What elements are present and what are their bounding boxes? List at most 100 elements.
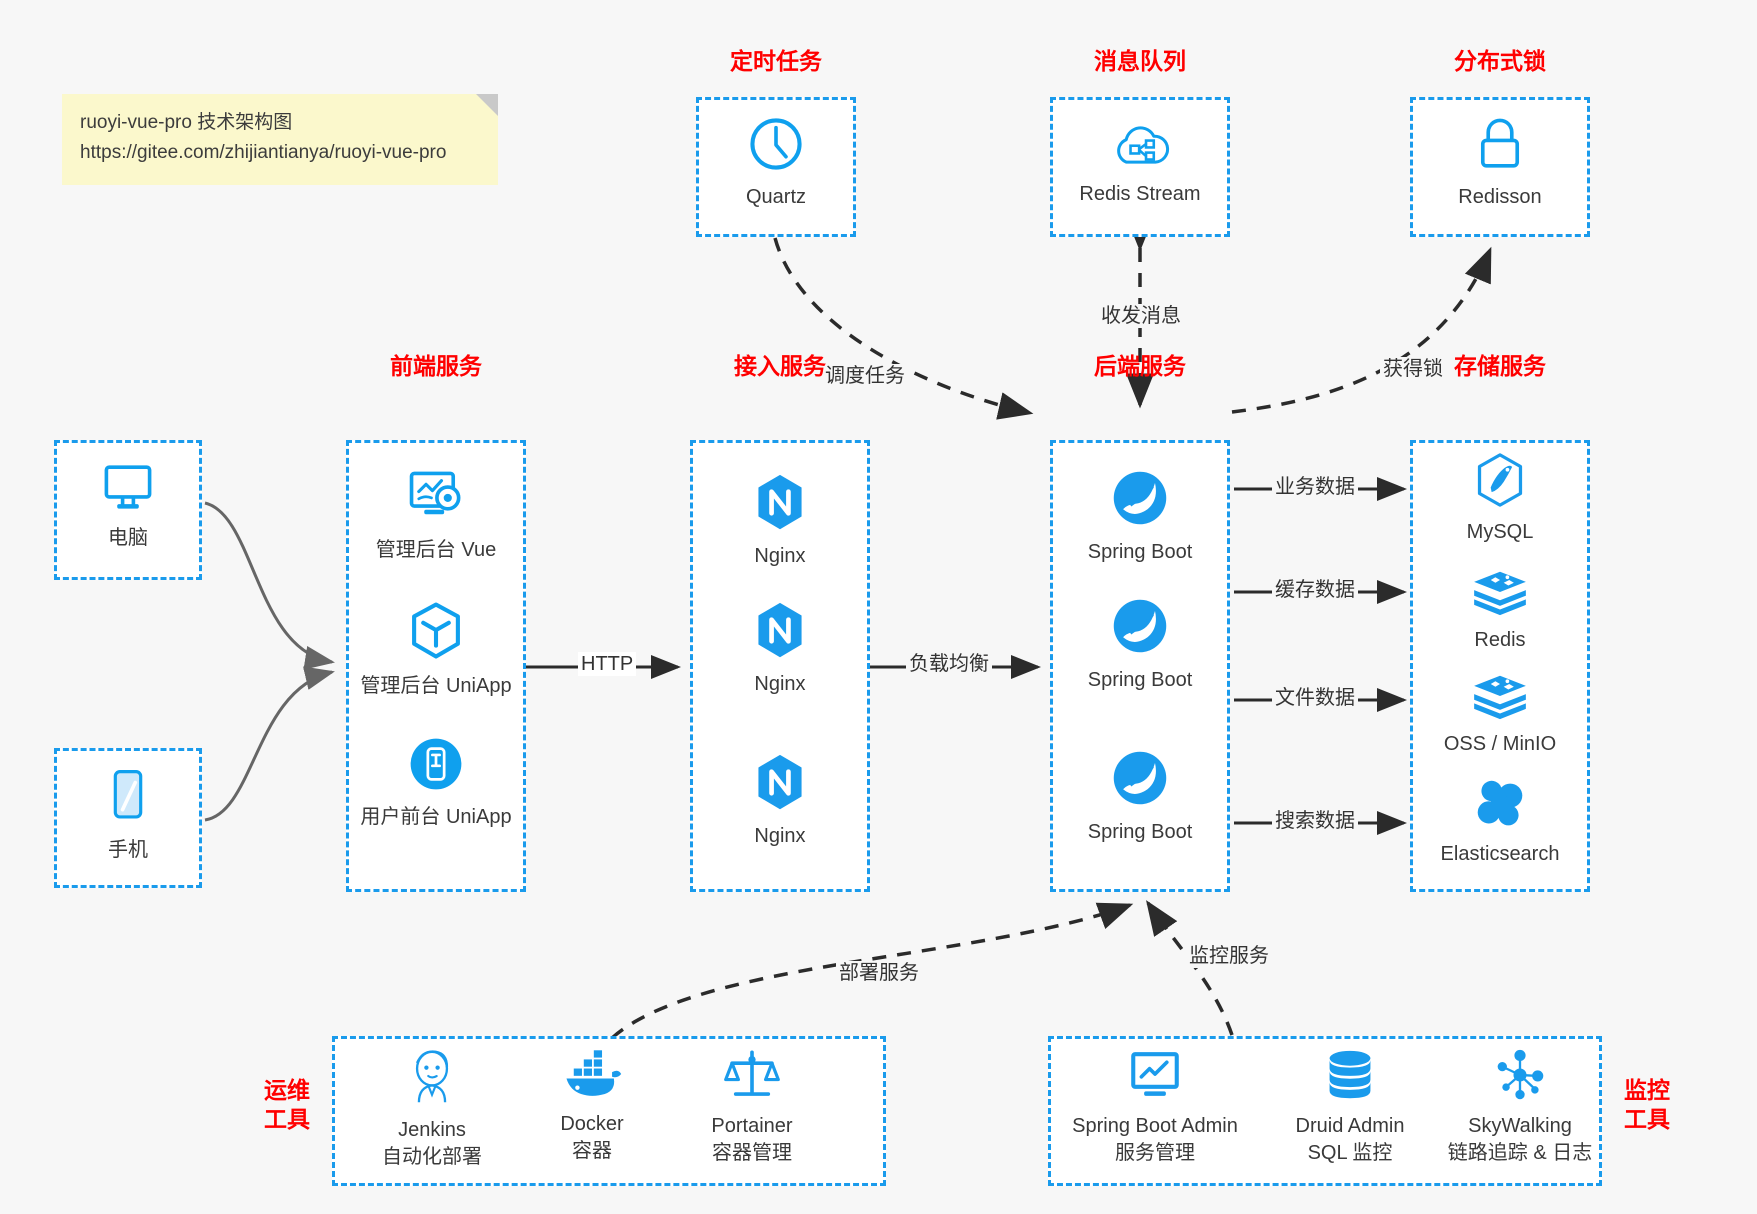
monitoring-label-line2: 工具 bbox=[1624, 1105, 1670, 1132]
node-spring-boot-admin[interactable]: Spring Boot Admin 服务管理 bbox=[1060, 1048, 1250, 1167]
note-line-title: ruoyi-vue-pro 技术架构图 bbox=[80, 112, 293, 133]
elasticsearch-icon bbox=[1473, 778, 1527, 835]
edge-label-file-data: 文件数据 bbox=[1272, 686, 1358, 710]
node-label: Spring Boot bbox=[1087, 541, 1193, 563]
group-box-monitoring bbox=[1048, 1036, 1602, 1186]
edge-label-monitor-service: 监控服务 bbox=[1186, 944, 1272, 968]
node-admin-uniapp[interactable]: 管理后台 UniApp bbox=[346, 600, 526, 700]
node-sublabel: SQL 监控 bbox=[1307, 1142, 1393, 1164]
edge-label-search-data: 搜索数据 bbox=[1272, 809, 1358, 833]
portainer-icon bbox=[723, 1048, 781, 1107]
node-spring-boot-1[interactable]: Spring Boot bbox=[1050, 468, 1230, 566]
node-sublabel: 链路追踪 & 日志 bbox=[1447, 1142, 1593, 1164]
node-label: 手机 bbox=[108, 839, 148, 861]
group-label-storage: 存储服务 bbox=[1454, 353, 1546, 379]
monitor-chart-icon bbox=[1126, 1048, 1184, 1107]
sticky-note: ruoyi-vue-pro 技术架构图 https://gitee.com/zh… bbox=[62, 94, 498, 185]
edge-label-cache-data: 缓存数据 bbox=[1272, 578, 1358, 602]
cube-icon bbox=[406, 600, 466, 667]
group-label-frontend: 前端服务 bbox=[390, 353, 482, 379]
node-label: 管理后台 UniApp bbox=[360, 675, 512, 697]
node-redis[interactable]: Redis bbox=[1410, 568, 1590, 654]
nginx-icon bbox=[753, 752, 807, 817]
nginx-icon bbox=[753, 600, 807, 665]
dashboard-gear-icon bbox=[404, 468, 468, 531]
node-label: Portainer bbox=[711, 1115, 793, 1137]
spring-boot-icon bbox=[1110, 468, 1170, 533]
node-label: Redis bbox=[1474, 629, 1526, 651]
node-label: Nginx bbox=[754, 825, 806, 847]
edge-label-schedule: 调度任务 bbox=[822, 364, 908, 388]
database-icon bbox=[1324, 1048, 1376, 1107]
skywalking-icon bbox=[1492, 1048, 1548, 1107]
node-label: Spring Boot bbox=[1087, 821, 1193, 843]
oss-minio-icon bbox=[1470, 672, 1530, 725]
docker-icon bbox=[561, 1048, 623, 1105]
mysql-icon bbox=[1473, 452, 1527, 513]
node-skywalking[interactable]: SkyWalking 链路追踪 & 日志 bbox=[1430, 1048, 1610, 1167]
node-label: SkyWalking bbox=[1468, 1115, 1572, 1137]
node-admin-vue[interactable]: 管理后台 Vue bbox=[346, 468, 526, 564]
mobile-icon bbox=[106, 768, 150, 831]
note-line-url: https://gitee.com/zhijiantianya/ruoyi-vu… bbox=[80, 142, 447, 164]
group-label-mq: 消息队列 bbox=[1094, 48, 1186, 74]
desktop-icon bbox=[99, 460, 157, 519]
phone-app-icon bbox=[407, 735, 465, 798]
node-quartz[interactable]: Quartz bbox=[696, 115, 856, 211]
node-elasticsearch[interactable]: Elasticsearch bbox=[1410, 778, 1590, 868]
edge-label-mq: 收发消息 bbox=[1098, 304, 1184, 328]
node-sublabel: 自动化部署 bbox=[382, 1146, 482, 1168]
node-label: Redisson bbox=[1458, 186, 1542, 208]
node-label: 管理后台 Vue bbox=[375, 539, 497, 561]
node-label: Druid Admin bbox=[1295, 1115, 1405, 1137]
node-label: Nginx bbox=[754, 545, 806, 567]
node-sublabel: 容器 bbox=[572, 1140, 612, 1162]
redis-icon bbox=[1470, 568, 1530, 621]
node-label: MySQL bbox=[1466, 521, 1534, 543]
edge-label-business-data: 业务数据 bbox=[1272, 475, 1358, 499]
node-redisson[interactable]: Redisson bbox=[1410, 115, 1590, 211]
node-nginx-1[interactable]: Nginx bbox=[690, 472, 870, 570]
node-user-uniapp[interactable]: 用户前台 UniApp bbox=[346, 735, 526, 831]
node-oss-minio[interactable]: OSS / MinIO bbox=[1410, 672, 1590, 758]
edge-label-lock: 获得锁 bbox=[1380, 357, 1446, 381]
group-label-lock: 分布式锁 bbox=[1454, 48, 1546, 74]
group-box-frontend bbox=[346, 440, 526, 892]
node-sublabel: 服务管理 bbox=[1115, 1142, 1195, 1164]
node-sublabel: 容器管理 bbox=[712, 1142, 792, 1164]
spring-boot-icon bbox=[1110, 596, 1170, 661]
node-label: Docker bbox=[560, 1113, 624, 1135]
group-label-gateway: 接入服务 bbox=[734, 353, 826, 379]
devops-label-line1: 运维 bbox=[264, 1077, 310, 1103]
node-label: Redis Stream bbox=[1079, 183, 1201, 205]
group-box-mq bbox=[1050, 97, 1230, 237]
node-spring-boot-2[interactable]: Spring Boot bbox=[1050, 596, 1230, 694]
lock-icon bbox=[1472, 115, 1528, 178]
node-label: Jenkins bbox=[398, 1119, 466, 1141]
edge-label-load-balance: 负载均衡 bbox=[906, 652, 992, 676]
node-spring-boot-3[interactable]: Spring Boot bbox=[1050, 748, 1230, 846]
spring-boot-icon bbox=[1110, 748, 1170, 813]
devops-label-line2: 工具 bbox=[264, 1105, 310, 1132]
node-druid-admin[interactable]: Druid Admin SQL 监控 bbox=[1265, 1048, 1435, 1167]
node-desktop[interactable]: 电脑 bbox=[54, 460, 202, 552]
node-portainer[interactable]: Portainer 容器管理 bbox=[672, 1048, 832, 1167]
node-label: Spring Boot Admin bbox=[1072, 1115, 1238, 1137]
group-label-scheduler: 定时任务 bbox=[730, 48, 822, 74]
node-docker[interactable]: Docker 容器 bbox=[512, 1048, 672, 1165]
node-label: OSS / MinIO bbox=[1443, 733, 1557, 755]
node-label: 用户前台 UniApp bbox=[360, 806, 512, 828]
nginx-icon bbox=[753, 472, 807, 537]
node-label: Nginx bbox=[754, 673, 806, 695]
node-label: Spring Boot bbox=[1087, 669, 1193, 691]
group-label-monitoring: 监控 工具 bbox=[1612, 1076, 1682, 1134]
node-redis-stream[interactable]: Redis Stream bbox=[1050, 118, 1230, 208]
node-nginx-3[interactable]: Nginx bbox=[690, 752, 870, 850]
node-label: Quartz bbox=[745, 186, 807, 208]
node-mysql[interactable]: MySQL bbox=[1410, 452, 1590, 546]
group-label-backend: 后端服务 bbox=[1094, 353, 1186, 379]
node-jenkins[interactable]: Jenkins 自动化部署 bbox=[352, 1048, 512, 1171]
node-mobile[interactable]: 手机 bbox=[54, 768, 202, 864]
node-nginx-2[interactable]: Nginx bbox=[690, 600, 870, 698]
